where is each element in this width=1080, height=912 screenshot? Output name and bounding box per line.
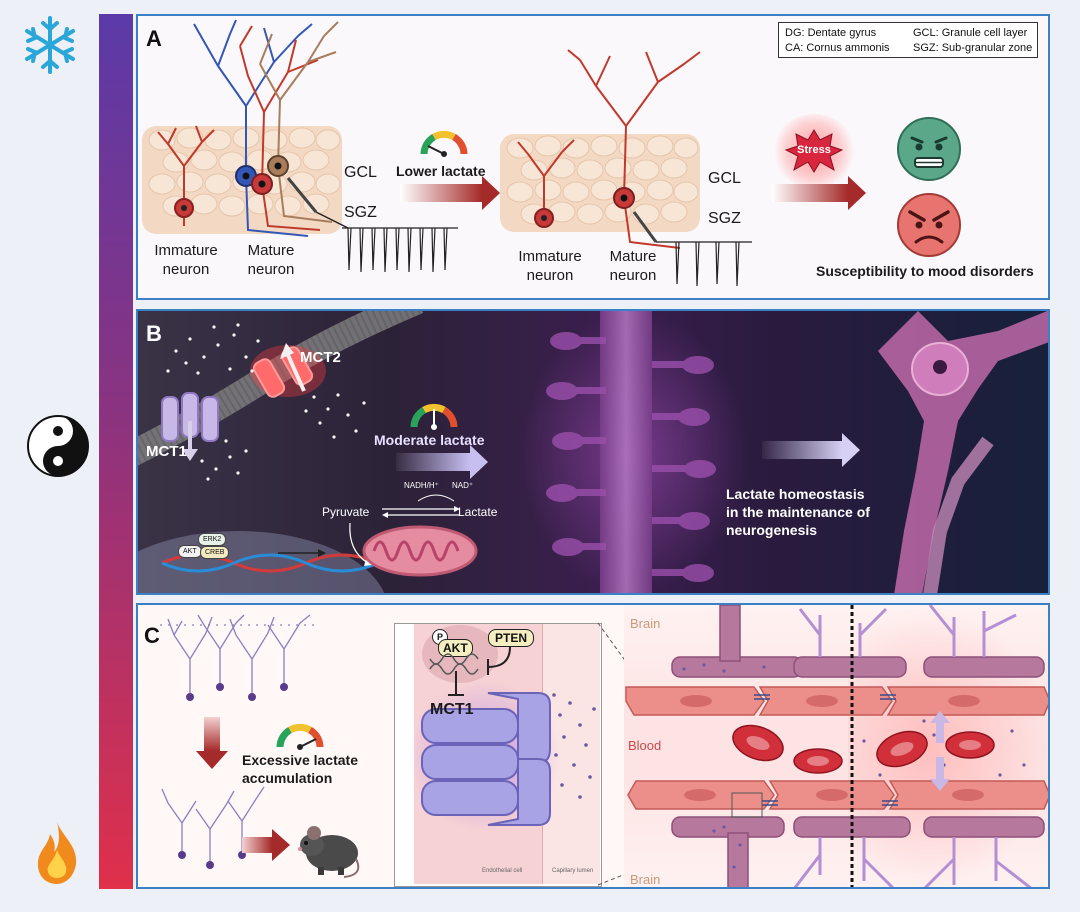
brain-bottom-label: Brain (630, 872, 661, 887)
flame-icon (37, 822, 77, 884)
erk2-badge: ERK2 (198, 533, 227, 546)
anxious-face-icon (897, 117, 961, 181)
reaction-arrows (382, 494, 460, 518)
right-neurons (517, 49, 752, 287)
left-neurons (157, 19, 458, 273)
moderate-lactate-arrow (396, 453, 470, 471)
pyruvate-label: Pyruvate (322, 505, 370, 519)
mct2-label: MCT2 (300, 349, 341, 366)
cell-membrane (138, 311, 424, 593)
outcome-label: Susceptibility to mood disorders (816, 263, 1034, 279)
lactate-gauge-low-icon (420, 130, 468, 157)
right-sgz-label: SGZ (708, 210, 741, 227)
dendritic-spines (546, 332, 716, 582)
legend-gcl: GCL: Granule cell layer (913, 27, 1028, 39)
panel-b-label: B (146, 321, 162, 346)
nadh-label: NADH/H⁺ (404, 481, 439, 490)
left-mature-label-2: neuron (247, 261, 295, 278)
stress-burst-icon (784, 129, 844, 173)
excessive-lactate-label-1: Excessive lactate (242, 752, 358, 768)
conclusion-line-3: neurogenesis (726, 522, 818, 538)
mct1-transporter-large (421, 692, 551, 826)
akt-badge-c: AKT (438, 639, 473, 657)
sidebar-gradient-bar (99, 14, 133, 889)
stress-arrow (772, 184, 848, 202)
left-immature-label-1: Immature (154, 242, 218, 259)
abbreviation-legend: DG: Dentate gyrus CA: Cornus ammonis GCL… (778, 22, 1038, 58)
panel-a-label: A (146, 26, 162, 51)
lower-lactate-label: Lower lactate (396, 163, 486, 179)
homeostasis-arrow-head (842, 433, 860, 467)
conclusion-line-2: in the maintenance of (726, 504, 870, 520)
dna-helix-icon (429, 653, 479, 675)
lactate-gauge-high-icon (276, 723, 324, 750)
moderate-lactate-label: Moderate lactate (374, 432, 485, 448)
mitochondrion-icon (349, 522, 478, 577)
mouse-arrow (242, 837, 272, 853)
mct1-label-c: MCT1 (430, 701, 474, 718)
stress-arrow-head (848, 176, 866, 210)
panel-a: A DG: Dentate gyrus CA: Cornus ammonis G… (136, 14, 1050, 300)
accumulation-arrow (204, 717, 220, 751)
homeostasis-arrow (762, 441, 842, 459)
legend-dg: DG: Dentate gyrus (785, 27, 877, 39)
brain-top-label: Brain (630, 616, 661, 631)
blood-label: Blood (628, 738, 662, 753)
neuron-network-top (160, 614, 320, 701)
lactate-label: Lactate (458, 505, 498, 519)
lactate-gauge-moderate-icon (410, 403, 458, 430)
inhibition-lines (448, 646, 511, 696)
mouse-icon (298, 826, 360, 878)
panel-b: B MCT2 MCT1 ERK2 (136, 309, 1050, 595)
right-gcl-label: GCL (708, 170, 741, 187)
capillary-lumen-label: Capillary lumen (552, 868, 594, 874)
moderate-lactate-arrow-head (470, 445, 488, 479)
blood-brain-barrier (625, 605, 1048, 887)
legend-ca: CA: Cornus ammonis (785, 42, 890, 54)
mct1-label: MCT1 (146, 443, 187, 460)
mouse-arrow-head (272, 829, 290, 861)
neuron-network-bottom (161, 786, 265, 869)
left-immature-label-2: neuron (162, 261, 210, 278)
lower-lactate-arrow-head (482, 176, 500, 210)
right-mature-label-1: Mature (609, 248, 657, 265)
right-immature-label-1: Immature (518, 248, 582, 265)
akt-badge: AKT (178, 545, 202, 558)
creb-badge: CREB (200, 546, 230, 559)
excessive-lactate-label-2: accumulation (242, 770, 333, 786)
snowflake-icon (25, 16, 75, 74)
lower-lactate-arrow (400, 184, 482, 202)
stress-label: Stress (797, 144, 831, 156)
dendrite-shaft (600, 311, 652, 593)
right-immature-label-2: neuron (526, 267, 574, 284)
left-mature-label-1: Mature (247, 242, 295, 259)
conclusion-line-1: Lactate homeostasis (726, 486, 865, 502)
right-mature-label-2: neuron (609, 267, 657, 284)
yin-yang-icon (27, 415, 89, 477)
left-sgz-label: SGZ (344, 204, 377, 221)
angry-face-icon (897, 193, 961, 257)
panel-c: C Excessive lactate accumulation (136, 603, 1050, 889)
neuron-cell-body (878, 311, 1048, 593)
endothelial-cell-label: Endothelial cell (482, 868, 523, 874)
pten-badge: PTEN (488, 629, 535, 647)
nad-label: NAD⁺ (452, 481, 474, 490)
legend-sgz: SGZ: Sub-granular zone (913, 42, 1033, 54)
lumen-lactate-dots (552, 693, 596, 799)
left-gcl-label: GCL (344, 164, 377, 181)
panel-c-label: C (144, 623, 160, 648)
accumulation-arrow-head (196, 751, 228, 769)
